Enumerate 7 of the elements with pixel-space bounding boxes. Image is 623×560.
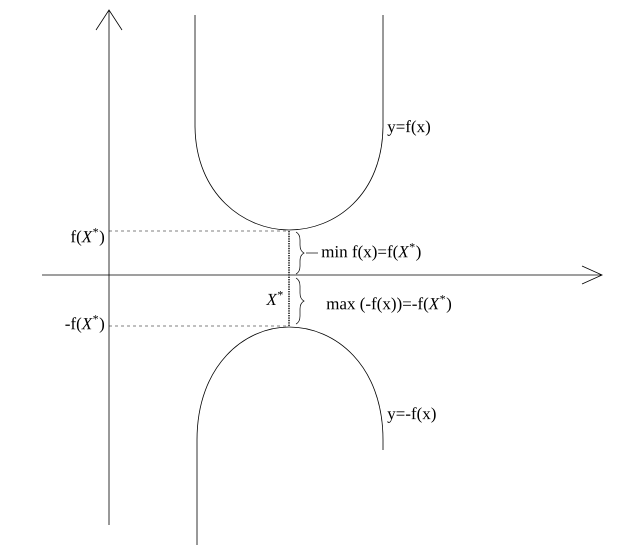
axis-label: f(X$^{*}$) (70, 228, 104, 246)
annotation: max (-f(x))=-f(X$^{*}$) (326, 295, 452, 313)
axis-label: -f(X$^{*}$) (65, 315, 104, 333)
curve-label: y=-f(x) (387, 407, 436, 423)
axis-label: X$^{*}$ (266, 290, 283, 306)
curve-label: y=f(x) (387, 120, 430, 136)
annotation: min f(x)=f(X$^{*}$) (322, 243, 421, 261)
